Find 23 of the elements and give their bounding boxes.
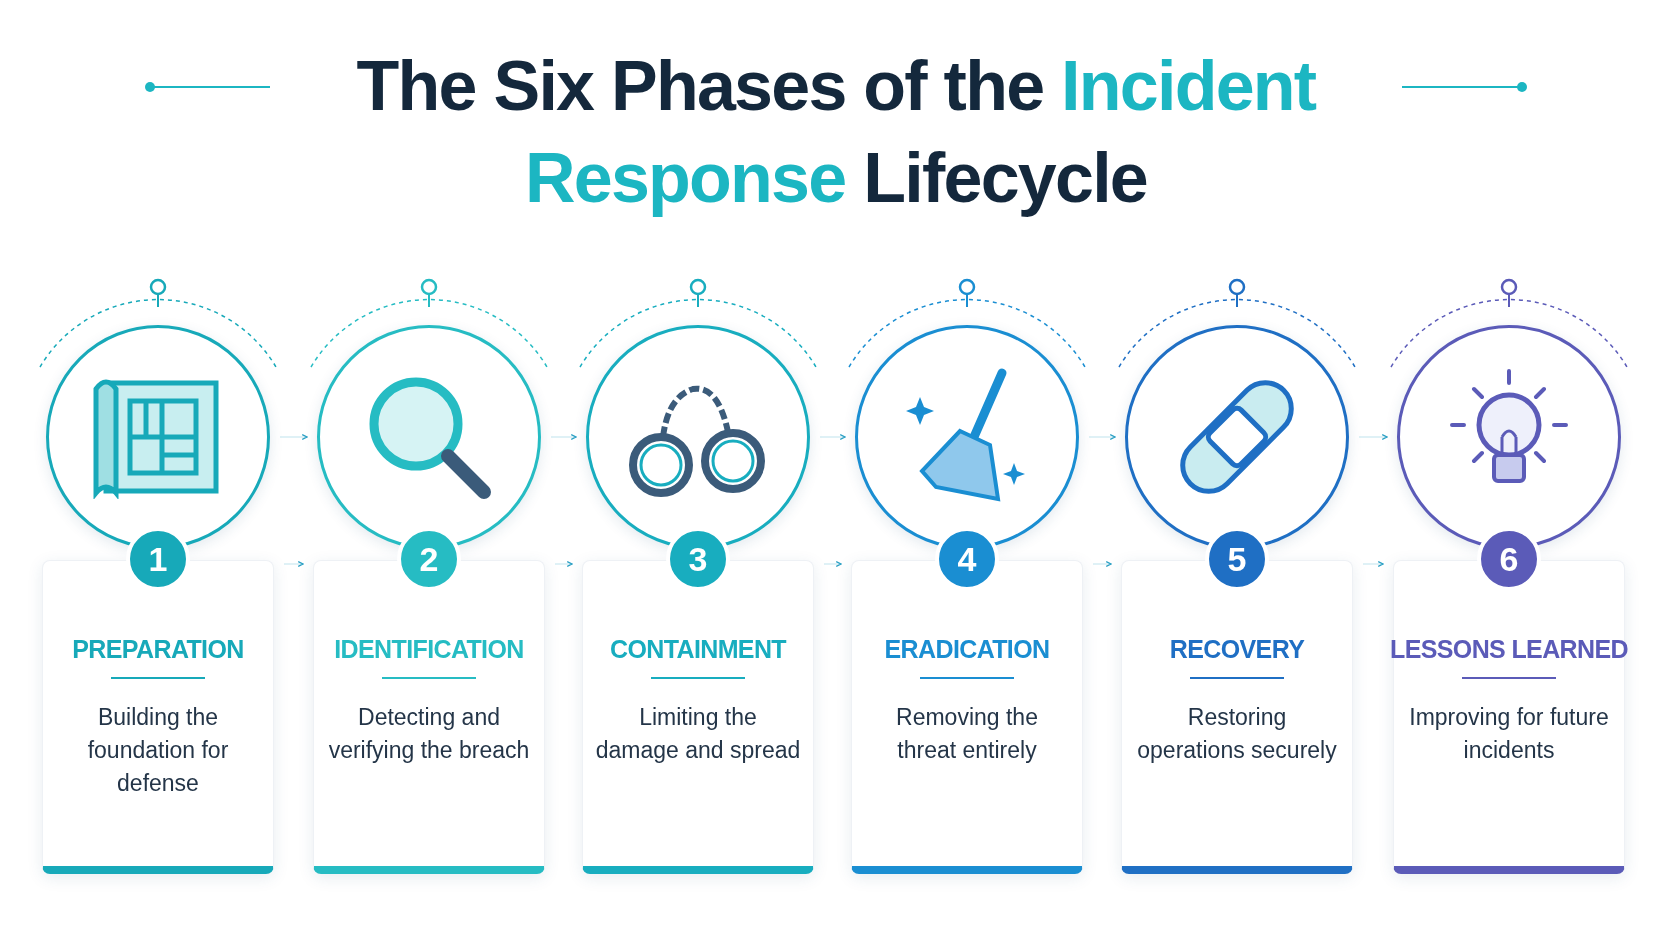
phase-description: Limiting the damage and spread	[595, 703, 801, 765]
phase-heading: LESSONS LEARNED	[1390, 634, 1628, 665]
arrow	[1088, 433, 1116, 441]
phase-heading: CONTAINMENT	[610, 634, 786, 665]
phase-description: Removing the threat entirely	[895, 703, 1039, 765]
phase-description: Building the foundation for defense	[86, 703, 230, 798]
arrow	[554, 560, 573, 568]
arrow	[1092, 560, 1112, 568]
phase-heading: ERADICATION	[884, 634, 1050, 665]
phase-description: Improving for future incidents	[1408, 703, 1610, 765]
phase-heading: IDENTIFICATION	[334, 634, 524, 665]
arrow	[823, 560, 842, 568]
arrow	[283, 560, 304, 568]
phase-description: Restoring operations securely	[1136, 703, 1338, 765]
arrow	[279, 433, 308, 441]
phase-heading: RECOVERY	[1169, 634, 1305, 665]
title: The Six Phases of the Incident Response Lifecycle	[355, 46, 1317, 219]
arrow	[1362, 560, 1384, 568]
arrow	[550, 433, 577, 441]
phase-heading: PREPARATION	[72, 634, 244, 665]
phase-description: Detecting and verifying the breach	[327, 703, 531, 765]
arrow	[819, 433, 846, 441]
arrow	[1358, 433, 1388, 441]
